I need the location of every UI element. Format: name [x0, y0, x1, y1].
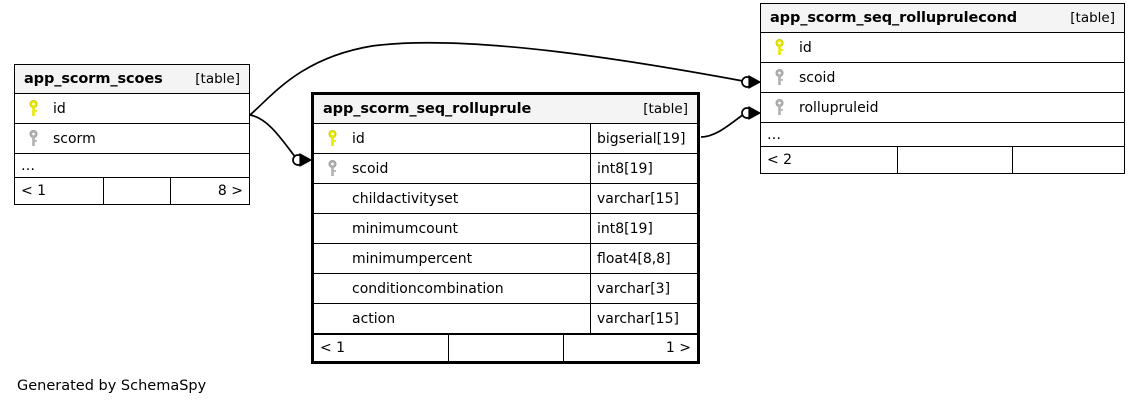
foreign-key-icon — [768, 99, 790, 116]
table-title: app_scorm_scoes — [24, 71, 163, 87]
column-row-scoid[interactable]: scoid — [761, 63, 1124, 93]
footer-middle-cell — [103, 178, 170, 204]
table-title: app_scorm_seq_rolluprulecond — [770, 10, 1018, 26]
column-row-conditioncombination[interactable]: conditioncombination varchar[3] — [314, 274, 697, 304]
table-app-scorm-seq-rolluprule[interactable]: app_scorm_seq_rolluprule [table] id bigs… — [311, 92, 700, 364]
footer-middle-cell — [897, 147, 1012, 173]
crowsfoot-rollupruleconf-scoid — [748, 74, 762, 90]
column-name-cell: id — [15, 94, 249, 123]
column-name-cell: scoid — [761, 63, 1124, 92]
column-row-minimumcount[interactable]: minimumcount int8[19] — [314, 214, 697, 244]
column-name-cell: action — [314, 304, 590, 333]
primary-key-icon — [768, 39, 790, 56]
cardinality-circle-rollupruleconf-scoid — [741, 76, 753, 88]
column-type: float4[8,8] — [590, 244, 697, 273]
column-label: minimumcount — [352, 220, 458, 237]
footer-children-count: 1 > — [563, 335, 697, 361]
foreign-key-icon — [22, 130, 44, 147]
column-row-id[interactable]: id — [15, 94, 249, 124]
column-label: minimumpercent — [352, 250, 473, 267]
footer-parents-count: < 2 — [767, 152, 793, 168]
column-row-rollupruleid[interactable]: rollupruleid — [761, 93, 1124, 123]
more-columns-ellipsis: … — [761, 123, 1124, 147]
table-kind-label: [table] — [195, 71, 240, 87]
column-label: scorm — [53, 130, 96, 147]
column-name-cell: minimumpercent — [314, 244, 590, 273]
column-label: id — [53, 100, 66, 117]
column-name-cell: scorm — [15, 124, 249, 153]
foreign-key-icon — [321, 160, 343, 177]
generated-by-credit: Generated by SchemaSpy — [17, 378, 207, 394]
column-name-cell: minimumcount — [314, 214, 590, 243]
column-label: id — [799, 39, 812, 56]
relationship-rolluprule-id-to-rollupruleconf-rollupruleid — [700, 113, 745, 138]
table-kind-label: [table] — [643, 101, 688, 117]
table-footer-app-scorm-scoes: < 1 8 > — [15, 178, 249, 204]
column-name-cell: childactivityset — [314, 184, 590, 213]
column-type: int8[19] — [590, 214, 697, 243]
crowsfoot-rollupruleconf-rollupruleid — [748, 105, 762, 121]
table-app-scorm-seq-rolluprulecond[interactable]: app_scorm_seq_rolluprulecond [table] id — [760, 3, 1125, 174]
foreign-key-icon — [768, 69, 790, 86]
footer-parents-count: < 1 — [320, 340, 346, 356]
footer-children-count: 8 > — [170, 178, 249, 204]
cardinality-circle-rollupruleconf-rollupruleid — [741, 107, 753, 119]
primary-key-icon — [22, 100, 44, 117]
column-row-action[interactable]: action varchar[15] — [314, 304, 697, 334]
column-name-cell: id — [761, 33, 1124, 62]
column-row-scorm[interactable]: scorm — [15, 124, 249, 154]
column-name-cell: conditioncombination — [314, 274, 590, 303]
column-row-minimumpercent[interactable]: minimumpercent float4[8,8] — [314, 244, 697, 274]
column-name-cell: id — [314, 124, 590, 153]
cardinality-circle-rolluprule-scoid — [292, 154, 304, 166]
relationship-scoes-id-to-rolluprule-scoid — [249, 114, 297, 159]
table-kind-label: [table] — [1070, 10, 1115, 26]
table-footer-app-scorm-seq-rolluprule: < 1 1 > — [314, 334, 697, 361]
more-columns-ellipsis: … — [15, 154, 249, 178]
table-header-app-scorm-seq-rolluprule: app_scorm_seq_rolluprule [table] — [314, 95, 697, 124]
table-header-app-scorm-seq-rolluprulecond: app_scorm_seq_rolluprulecond [table] — [761, 4, 1124, 33]
column-label: scoid — [799, 69, 836, 86]
column-name-cell: scoid — [314, 154, 590, 183]
column-name-cell: rollupruleid — [761, 93, 1124, 122]
column-type: varchar[15] — [590, 304, 697, 333]
column-type: int8[19] — [590, 154, 697, 183]
column-row-scoid[interactable]: scoid int8[19] — [314, 154, 697, 184]
column-label: scoid — [352, 160, 389, 177]
column-row-id[interactable]: id bigserial[19] — [314, 124, 697, 154]
column-row-id[interactable]: id — [761, 33, 1124, 63]
column-label: childactivityset — [352, 190, 459, 207]
column-label: action — [352, 310, 396, 327]
column-label: id — [352, 130, 365, 147]
column-label: rollupruleid — [799, 99, 879, 116]
crowsfoot-rolluprule-scoid — [299, 152, 313, 168]
primary-key-icon — [321, 130, 343, 147]
column-type: bigserial[19] — [590, 124, 697, 153]
column-row-childactivityset[interactable]: childactivityset varchar[15] — [314, 184, 697, 214]
footer-children-count — [1012, 147, 1124, 173]
table-header-app-scorm-scoes: app_scorm_scoes [table] — [15, 65, 249, 94]
footer-parents-count: < 1 — [21, 183, 47, 199]
table-footer-app-scorm-seq-rolluprulecond: < 2 — [761, 147, 1124, 173]
table-app-scorm-scoes[interactable]: app_scorm_scoes [table] id — [14, 64, 250, 205]
footer-middle-cell — [448, 335, 563, 361]
column-type: varchar[15] — [590, 184, 697, 213]
column-type: varchar[3] — [590, 274, 697, 303]
table-title: app_scorm_seq_rolluprule — [323, 101, 532, 117]
column-label: conditioncombination — [352, 280, 504, 297]
